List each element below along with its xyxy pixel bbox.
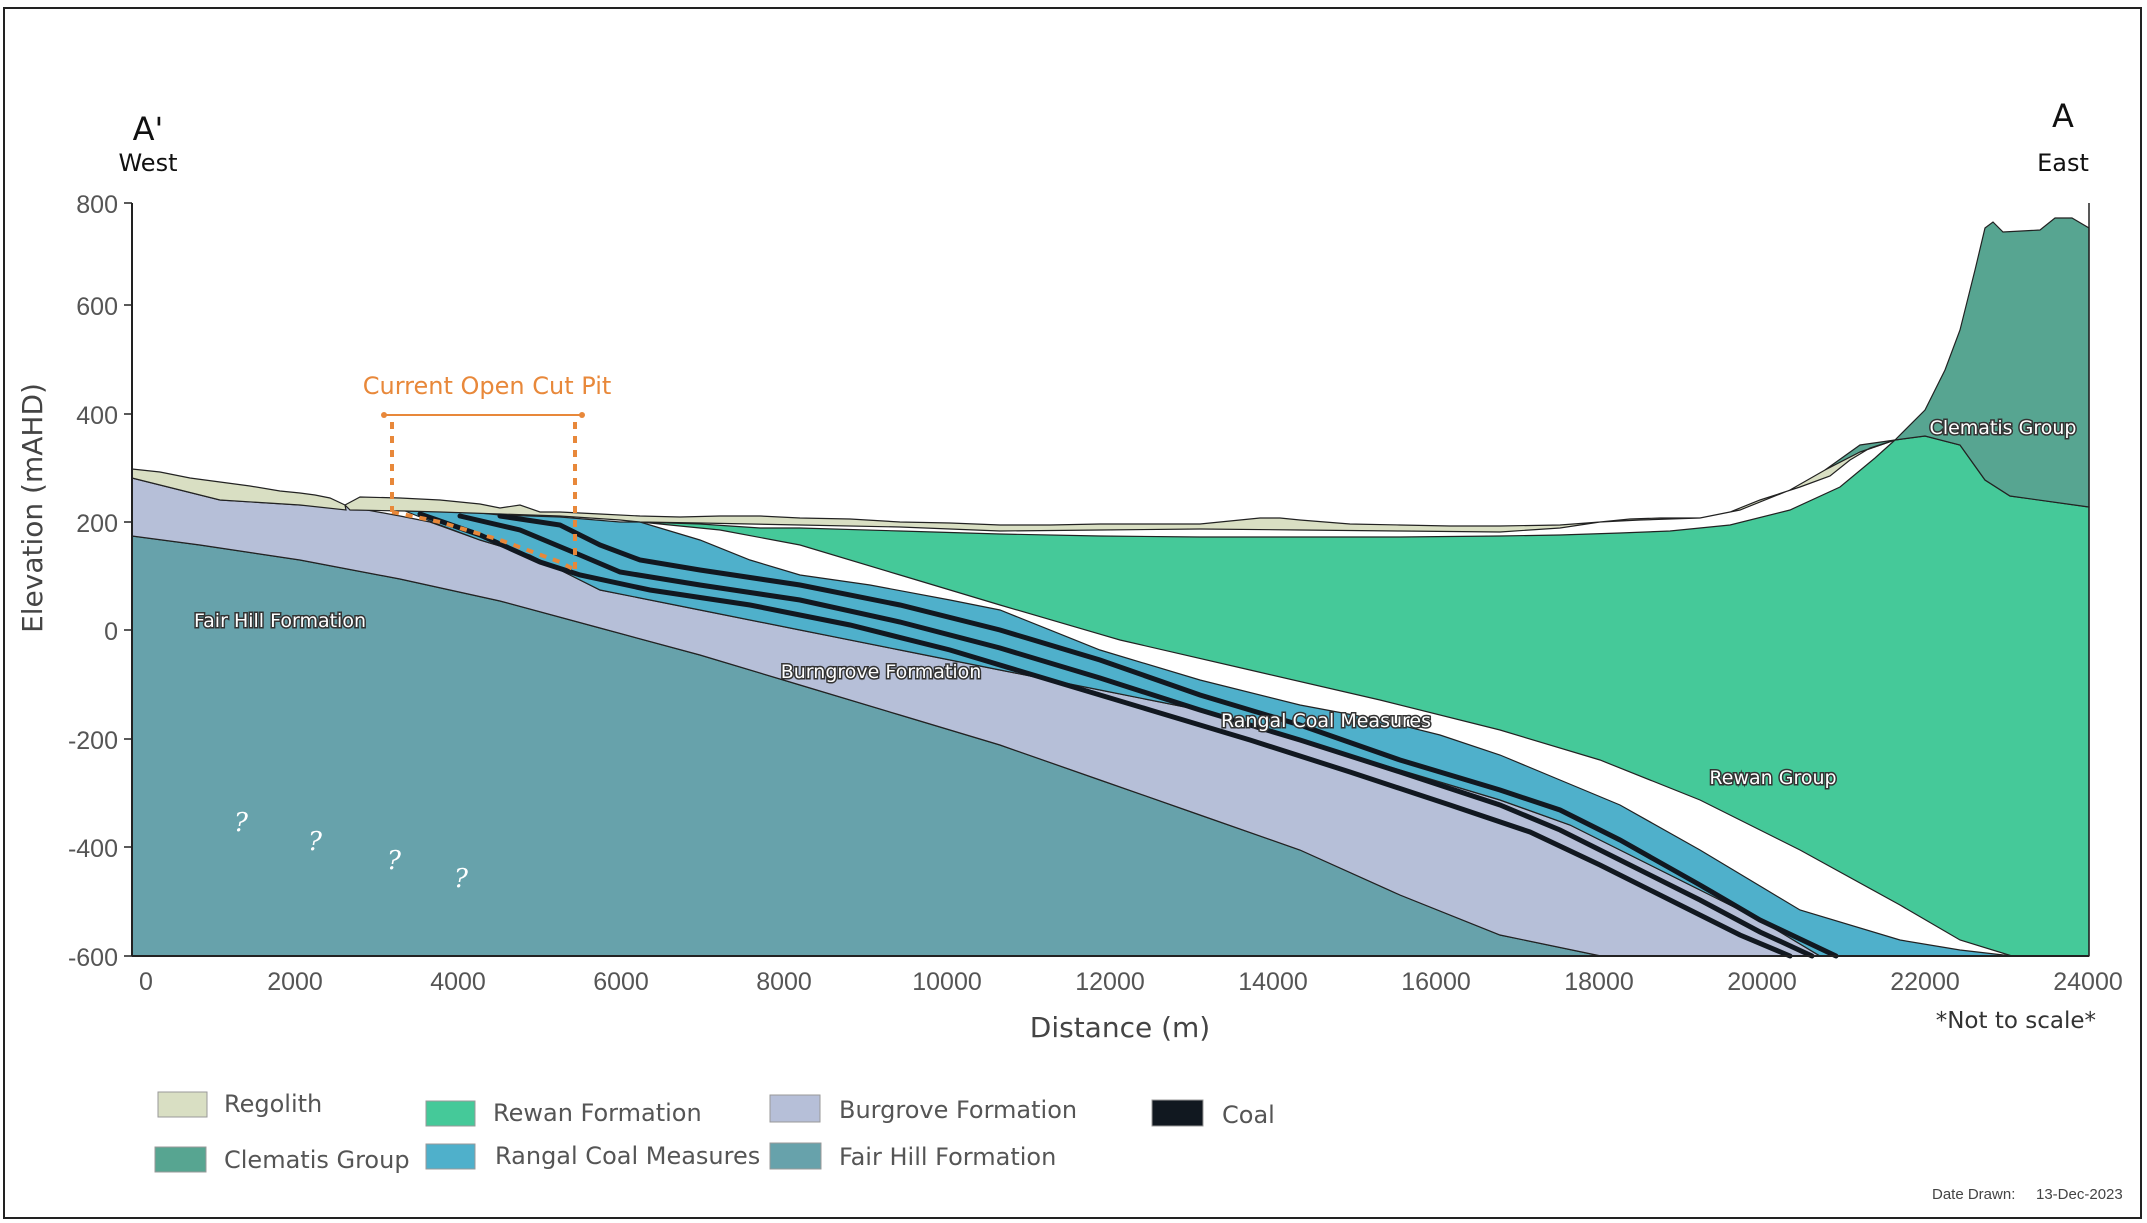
- pit-extent-end-west: [381, 412, 387, 418]
- clematis-group-unit: [1824, 217, 2090, 508]
- uncertainty-markers: ? ? ? ?: [234, 808, 469, 894]
- coal-seam-upper: [497, 513, 1839, 959]
- burngrove-label: Burngrove Formation: [781, 661, 982, 683]
- y-tick-label: -200: [68, 727, 118, 755]
- axes: 800 600 400 200 0 -200 -400 -600 0 2000 …: [16, 191, 2123, 1044]
- legend-label-rewan: Rewan Formation: [493, 1099, 702, 1127]
- legend-label-regolith: Regolith: [224, 1090, 322, 1118]
- x-tick-label: 6000: [593, 968, 649, 996]
- pit-floor: [391, 510, 576, 572]
- legend-item-rangal: Rangal Coal Measures: [425, 1142, 760, 1170]
- regolith-unit: [344, 439, 1896, 533]
- x-tick-label: 8000: [756, 968, 812, 996]
- open-cut-pit: Current Open Cut Pit: [363, 372, 612, 572]
- x-tick-label: 2000: [267, 968, 323, 996]
- legend-item-clematis: Clematis Group: [154, 1146, 410, 1174]
- y-tick-label: 400: [76, 402, 118, 430]
- y-tick-labels: 800 600 400 200 0 -200 -400 -600: [68, 191, 118, 972]
- legend-item-rewan: Rewan Formation: [425, 1099, 702, 1127]
- x-axis-title: Distance (m): [1030, 1011, 1210, 1044]
- question-mark-3: ?: [387, 846, 402, 876]
- y-ticks: [124, 202, 132, 957]
- legend-swatch-regolith: [157, 1091, 208, 1118]
- date-value: 13-Dec-2023: [2036, 1186, 2123, 1203]
- pit-label: Current Open Cut Pit: [363, 372, 612, 400]
- rangal-label: Rangal Coal Measures: [1221, 710, 1431, 732]
- legend-item-coal: Coal: [1151, 1099, 1275, 1129]
- legend-label-burgrove: Burgrove Formation: [839, 1096, 1077, 1124]
- rangal-coal-measures-unit: [404, 510, 2013, 957]
- legend-swatch-fair-hill: [769, 1142, 822, 1170]
- x-tick-label: 16000: [1401, 968, 1471, 996]
- y-axis-title: Elevation (mAHD): [16, 383, 49, 633]
- legend-label-rangal: Rangal Coal Measures: [495, 1142, 760, 1170]
- fair-hill-label: Fair Hill Formation: [194, 610, 366, 632]
- section-west-label: West: [118, 149, 177, 177]
- legend-item-regolith: Regolith: [157, 1090, 322, 1118]
- y-tick-label: 200: [76, 510, 118, 538]
- not-to-scale-note: *Not to scale*: [1936, 1008, 2096, 1034]
- question-mark-4: ?: [454, 864, 469, 894]
- figure-frame: [3, 7, 2142, 1219]
- unit-labels: Fair Hill Formation Burngrove Formation …: [192, 416, 2077, 791]
- y-tick-label: -400: [68, 835, 118, 863]
- x-tick-label: 12000: [1075, 968, 1145, 996]
- regolith-unit-west: [131, 468, 347, 511]
- legend-label-fair-hill: Fair Hill Formation: [839, 1143, 1056, 1171]
- y-tick-label: 0: [104, 618, 118, 646]
- y-tick-label: -600: [68, 944, 118, 972]
- section-east-letter: A: [2052, 97, 2074, 135]
- section-east-label: East: [2037, 149, 2089, 177]
- y-tick-label: 800: [76, 191, 118, 219]
- legend-item-fair-hill: Fair Hill Formation: [769, 1142, 1056, 1171]
- x-tick-label: 22000: [1890, 968, 1960, 996]
- rewan-label: Rewan Group: [1709, 767, 1836, 789]
- x-tick-label: 24000: [2053, 968, 2123, 996]
- coal-seams: [417, 511, 1839, 959]
- coal-seam-lower: [417, 511, 1793, 959]
- legend: Regolith Clematis Group Rewan Formation …: [154, 1090, 1275, 1174]
- section-west-letter: A': [133, 110, 164, 148]
- question-mark-1: ?: [234, 808, 249, 838]
- clematis-label: Clematis Group: [1930, 417, 2077, 439]
- y-tick-label: 600: [76, 293, 118, 321]
- x-tick-labels: 0 2000 4000 6000 8000 10000 12000 14000 …: [139, 968, 2123, 996]
- legend-swatch-burgrove: [769, 1094, 821, 1123]
- x-tick-label: 10000: [912, 968, 982, 996]
- x-tick-label: 18000: [1564, 968, 1634, 996]
- question-mark-2: ?: [308, 827, 323, 857]
- legend-label-coal: Coal: [1222, 1101, 1275, 1129]
- date-label: Date Drawn:: [1932, 1186, 2015, 1203]
- x-tick-label: 20000: [1727, 968, 1797, 996]
- pit-extent-end-east: [579, 412, 585, 418]
- x-tick-label: 0: [139, 968, 153, 996]
- legend-label-clematis: Clematis Group: [224, 1146, 410, 1174]
- legend-swatch-clematis: [154, 1146, 207, 1173]
- x-tick-label: 4000: [430, 968, 486, 996]
- coal-seam-middle: [457, 513, 1815, 959]
- x-tick-label: 14000: [1238, 968, 1308, 996]
- section-ends: A' West A East: [118, 97, 2088, 177]
- legend-item-burgrove: Burgrove Formation: [769, 1094, 1077, 1124]
- date-stamp: Date Drawn: 13-Dec-2023: [1932, 1186, 2123, 1203]
- legend-swatch-rangal: [425, 1143, 476, 1170]
- legend-swatch-coal: [1151, 1099, 1204, 1127]
- geology-units: [131, 217, 2090, 957]
- legend-swatch-rewan: [425, 1100, 476, 1127]
